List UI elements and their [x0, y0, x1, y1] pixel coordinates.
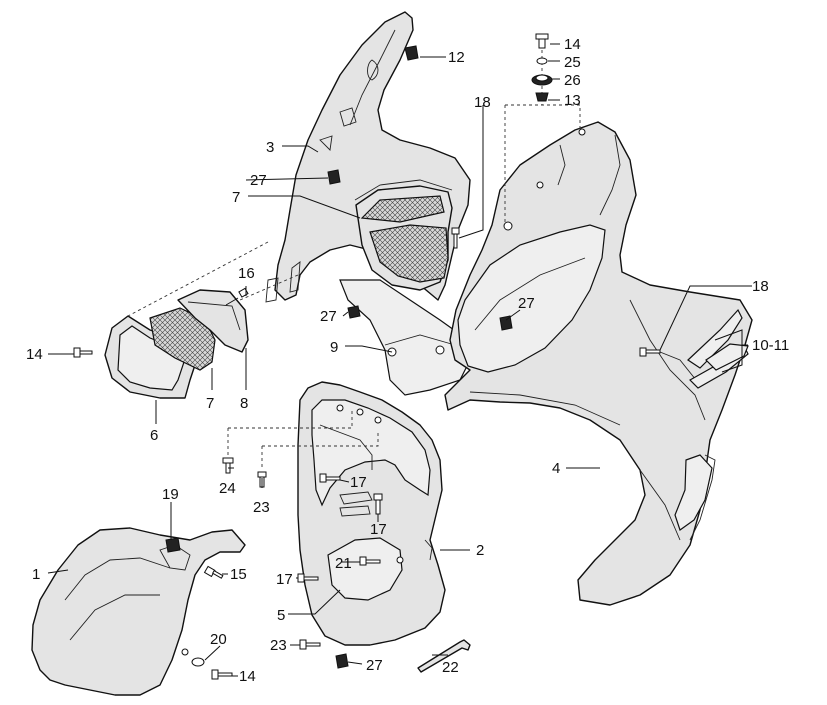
- screw-24-icon: [222, 457, 234, 474]
- part-2-inner-panel: [297, 381, 446, 646]
- part-10-11-trims: [687, 308, 749, 389]
- label-22: 22: [442, 659, 459, 676]
- screw-18b-icon: [639, 347, 661, 357]
- screw-14-bottom-icon: [211, 669, 233, 680]
- screw-17a-icon: [319, 473, 341, 483]
- washer-20-icon: [191, 657, 205, 667]
- clip-27a-icon: [327, 169, 341, 185]
- nut-19-icon: [165, 537, 181, 553]
- callout-labels: 1 2 3 4 5 6 7 7 8 9 10-11 12 13 14 14 14…: [26, 36, 789, 685]
- label-8: 8: [240, 395, 248, 412]
- label-23-bottom: 23: [270, 637, 287, 654]
- label-16: 16: [238, 265, 255, 282]
- label-17-c: 17: [276, 571, 293, 588]
- leader-lines: [47, 43, 752, 677]
- label-13: 13: [564, 92, 581, 109]
- label-27-b: 27: [320, 308, 337, 325]
- label-18-a: 18: [474, 94, 491, 111]
- clip-12-icon: [404, 45, 419, 61]
- screw-18a-icon: [451, 227, 460, 249]
- clip-13-icon: [535, 92, 549, 102]
- label-17-a: 17: [350, 474, 367, 491]
- part-8-inner-duct: [177, 289, 249, 353]
- label-20: 20: [210, 631, 227, 648]
- label-19: 19: [162, 486, 179, 503]
- part-22-key: [417, 639, 471, 673]
- screw-23-bottom-icon: [299, 639, 321, 650]
- guide-lines: [127, 50, 581, 470]
- label-9: 9: [330, 339, 338, 356]
- part-7-mesh-upper: [355, 185, 453, 291]
- label-14-left: 14: [26, 346, 43, 363]
- part-4-front-shield: [444, 121, 753, 606]
- label-27-a: 27: [250, 172, 267, 189]
- part-6-duct-frame: [104, 315, 201, 399]
- screw-14-left-icon: [73, 347, 93, 358]
- label-24: 24: [219, 480, 236, 497]
- label-3: 3: [266, 139, 274, 156]
- label-23-top: 23: [253, 499, 270, 516]
- hardware: [73, 33, 661, 680]
- label-26: 26: [564, 72, 581, 89]
- part-7-mesh-lower: [149, 307, 216, 371]
- clip-27b-icon: [347, 305, 361, 319]
- label-10-11: 10-11: [752, 337, 789, 354]
- label-21: 21: [335, 555, 352, 572]
- label-6: 6: [150, 427, 158, 444]
- label-15: 15: [230, 566, 247, 583]
- clip-27c-icon: [499, 315, 513, 331]
- label-17-b: 17: [370, 521, 387, 538]
- label-4: 4: [552, 460, 560, 477]
- label-27-c: 27: [518, 295, 535, 312]
- screw-15-icon: [203, 565, 224, 579]
- label-14-bottom: 14: [239, 668, 256, 685]
- label-25: 25: [564, 54, 581, 71]
- label-14-top: 14: [564, 36, 581, 53]
- grommet-26-icon: [531, 74, 553, 86]
- screw-21-icon: [359, 556, 381, 566]
- clip-27d-icon: [335, 653, 349, 669]
- washer-25-icon: [536, 57, 548, 65]
- screw-14-top-icon: [535, 33, 549, 49]
- label-7-upper: 7: [232, 189, 240, 206]
- label-7-lower: 7: [206, 395, 214, 412]
- part-9-bracket: [339, 279, 471, 396]
- label-5: 5: [277, 607, 285, 624]
- label-2: 2: [476, 542, 484, 559]
- label-12: 12: [448, 49, 465, 66]
- label-1: 1: [32, 566, 40, 583]
- label-27-d: 27: [366, 657, 383, 674]
- label-18-b: 18: [752, 278, 769, 295]
